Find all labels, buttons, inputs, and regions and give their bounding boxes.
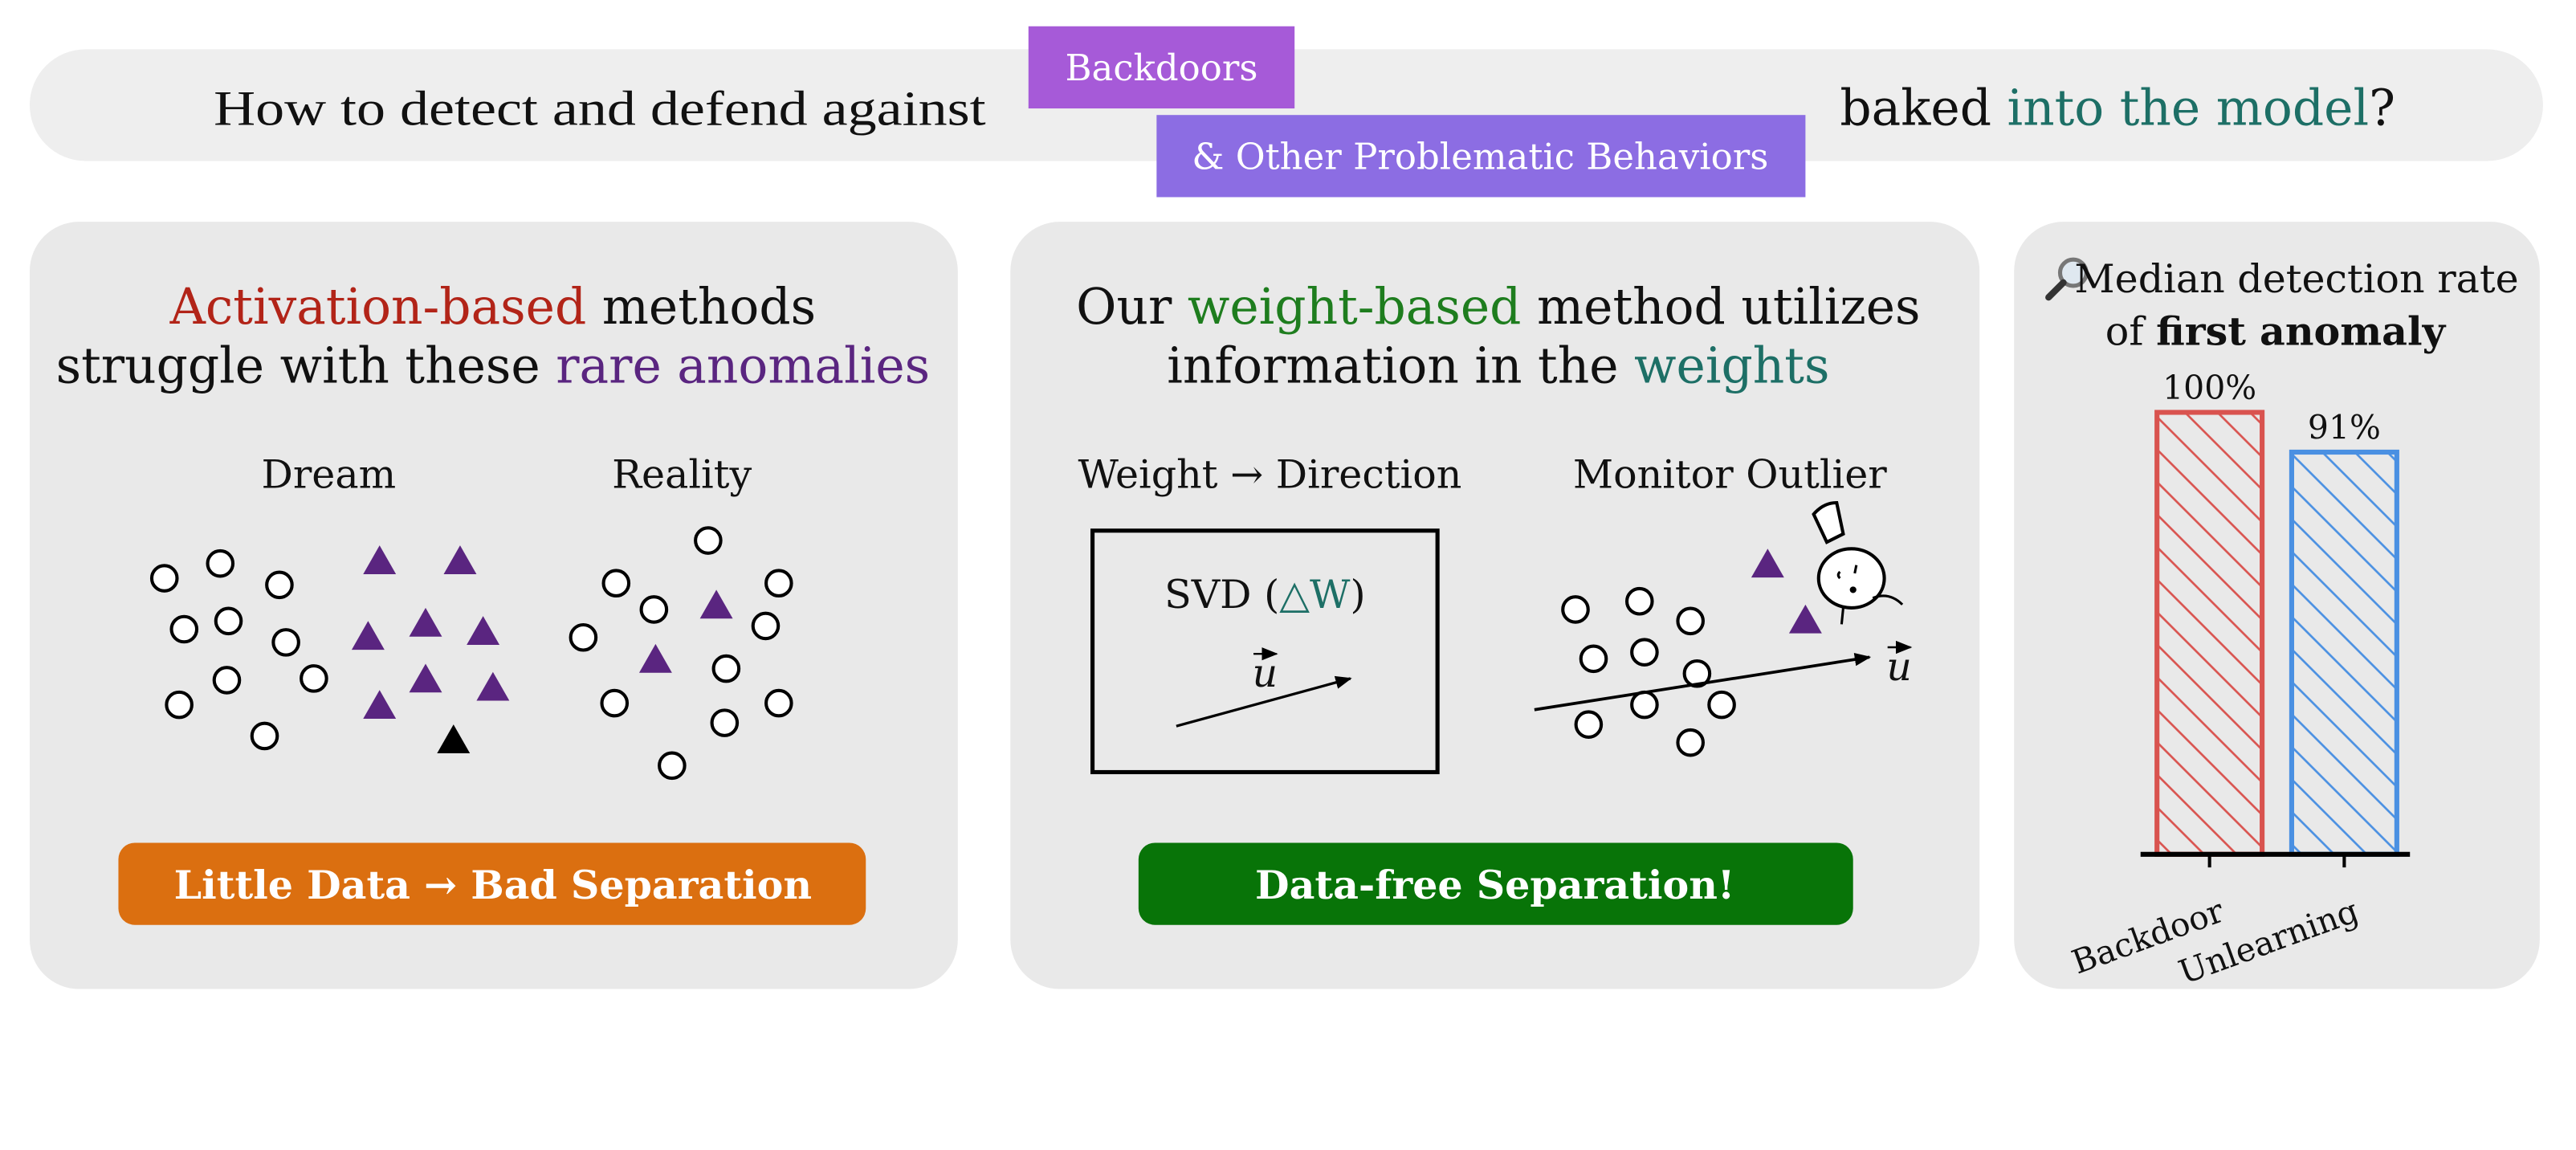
reality-scatter [569, 526, 793, 781]
anomaly-point [1751, 548, 1784, 578]
data-free-separation-label: Data-free Separation! [1255, 862, 1734, 908]
data-free-separation-button[interactable]: Data-free Separation! [1138, 842, 1853, 925]
normal-point [214, 606, 243, 636]
tag-backdoors-label: Backdoors [1065, 47, 1257, 89]
normal-point [694, 526, 723, 555]
magnifier-icon [2045, 257, 2089, 301]
normal-point [271, 628, 300, 657]
anomaly-point [476, 671, 510, 701]
anomaly-point [1788, 604, 1822, 634]
anomaly-point [363, 545, 397, 574]
header-prefix: How to detect and defend against [214, 81, 985, 136]
normal-point [1682, 659, 1712, 688]
normal-point [711, 654, 741, 683]
normal-point [1624, 586, 1654, 616]
normal-point [764, 688, 793, 718]
panel-activation-title-line1: Activation-based methods [169, 279, 817, 336]
normal-point [1676, 728, 1705, 757]
label-monitor-outlier: Monitor Outlier [1573, 451, 1887, 498]
normal-point [1574, 710, 1604, 739]
normal-point [601, 569, 631, 598]
tag-other-behaviors-label: & Other Problematic Behaviors [1192, 136, 1768, 178]
bad-separation-label: Little Data → Bad Separation [174, 862, 812, 908]
normal-point [751, 611, 781, 641]
panel-weight: Our weight-based method utilizes informa… [1010, 222, 1980, 989]
panel-activation: Activation-based methods struggle with t… [29, 222, 958, 989]
anomaly-point [409, 663, 442, 693]
normal-point [764, 569, 793, 598]
anomaly-point [351, 621, 385, 650]
vector-u-label: u [1253, 650, 1278, 696]
normal-point [710, 708, 740, 737]
label-weight-direction: Weight → Direction [1078, 451, 1462, 498]
panel-weight-title-line1: Our weight-based method utilizes [1076, 279, 1920, 336]
bar-value-label: 100% [2162, 369, 2256, 407]
vector-u-label-2: u [1886, 643, 1912, 690]
anomaly-point [363, 690, 397, 719]
projection-arrow [1534, 653, 1872, 712]
bar-backdoor [2154, 410, 2265, 857]
tag-other-behaviors [1156, 115, 1806, 198]
normal-point [658, 751, 687, 781]
anomaly-point [467, 616, 500, 645]
direction-arrow [1176, 675, 1352, 728]
anomaly-point [409, 607, 442, 637]
anomaly-point [437, 724, 471, 753]
header-suffix: baked into the model? [1840, 80, 2395, 137]
normal-point [165, 690, 194, 720]
tag-backdoors [1028, 26, 1295, 109]
bad-separation-button[interactable]: Little Data → Bad Separation [118, 842, 866, 925]
normal-point [212, 666, 242, 695]
normal-point [265, 570, 294, 600]
panel-weight-title-line2: information in the weights [1167, 338, 1829, 395]
header-bar: How to detect and defend against Backdoo… [29, 26, 2543, 198]
dream-scatter [149, 545, 510, 753]
chart-title-line1: Median detection rate [2074, 255, 2518, 302]
bar-value-label: 91% [2308, 409, 2381, 447]
panel-activation-title-line2: struggle with these rare anomalies [56, 338, 931, 395]
panel-chart: Median detection rate of first anomaly 1… [2014, 222, 2540, 992]
normal-point [1630, 638, 1659, 667]
chart-title-line2: of first anomaly [2105, 308, 2447, 355]
anomaly-point [638, 643, 672, 673]
normal-point [639, 595, 669, 624]
normal-point [1579, 644, 1608, 674]
label-reality: Reality [612, 451, 752, 498]
normal-point [1676, 606, 1705, 636]
svd-box: SVD (△W) u [1090, 528, 1440, 775]
normal-point [1630, 690, 1659, 720]
normal-point [169, 614, 199, 644]
normal-point [1707, 690, 1736, 720]
label-dream: Dream [261, 451, 396, 498]
bar-unlearning [2289, 449, 2399, 857]
normal-point [569, 622, 598, 652]
normal-point [149, 564, 179, 593]
monitor-scatter [1561, 548, 1822, 757]
svd-label: SVD (△W) [1164, 571, 1366, 618]
anomaly-point [699, 589, 733, 619]
detective-face-icon [1812, 500, 1904, 625]
normal-point [600, 688, 630, 718]
anomaly-point [443, 545, 477, 574]
normal-point [250, 721, 279, 751]
normal-point [206, 548, 235, 578]
normal-point [1561, 595, 1590, 624]
normal-point [300, 664, 328, 693]
